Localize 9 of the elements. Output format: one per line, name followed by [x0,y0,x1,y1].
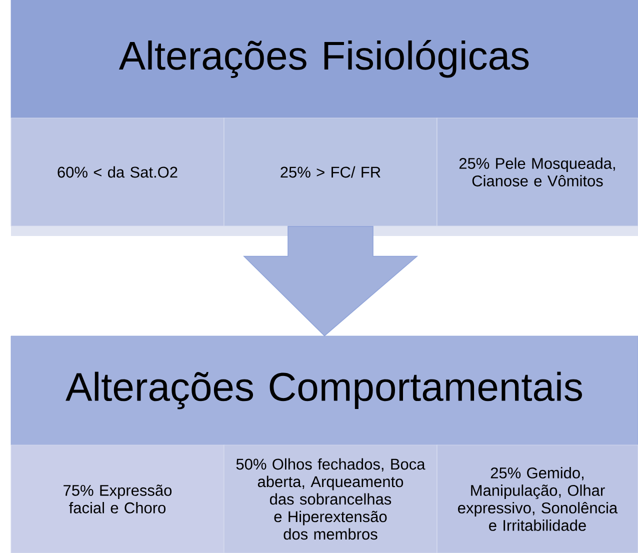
header-banner: Alterações Comportamentais [10,336,638,446]
table-cell: 75% Expressão facial e Choro [10,444,224,553]
block-arrow [243,226,418,336]
table-cell: 25% > FC/ FR [224,118,438,226]
table-cell: 25% Pele Mosqueada, Cianose e Vômitos [436,118,638,226]
header-banner: Alterações Fisiológicas [10,0,638,118]
table-cell: 50% Olhos fechados, Boca aberta, Arqueamento das sobrancelhas e Hiperextensão dos membros [224,444,438,553]
table-cell: 60% < da Sat.O2 [10,118,224,226]
table-cell: 25% Gemido, Manipulação, Olhar expressivo, Sonolência e Irritabilidade [436,444,638,553]
